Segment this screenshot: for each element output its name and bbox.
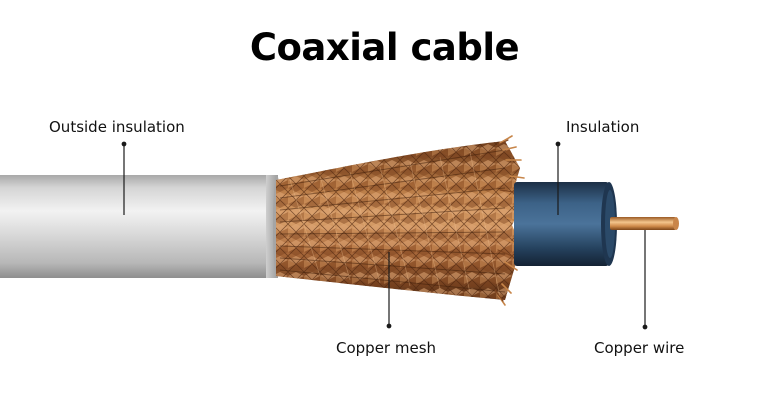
label-outside-insulation: Outside insulation <box>49 118 185 136</box>
label-copper-mesh: Copper mesh <box>336 339 437 357</box>
copper-center-wire <box>610 217 679 230</box>
label-insulation: Insulation <box>566 118 640 136</box>
pointer-copper-wire <box>642 230 648 330</box>
dielectric-insulation <box>514 182 617 266</box>
copper-braid <box>276 135 525 306</box>
pointer-copper-mesh <box>386 252 392 329</box>
diagram-title: Coaxial cable <box>249 26 520 69</box>
outer-jacket <box>0 175 281 278</box>
label-copper-wire: Copper wire <box>594 339 685 357</box>
pointer-insulation <box>555 141 561 215</box>
pointer-outside-insulation <box>121 141 127 215</box>
